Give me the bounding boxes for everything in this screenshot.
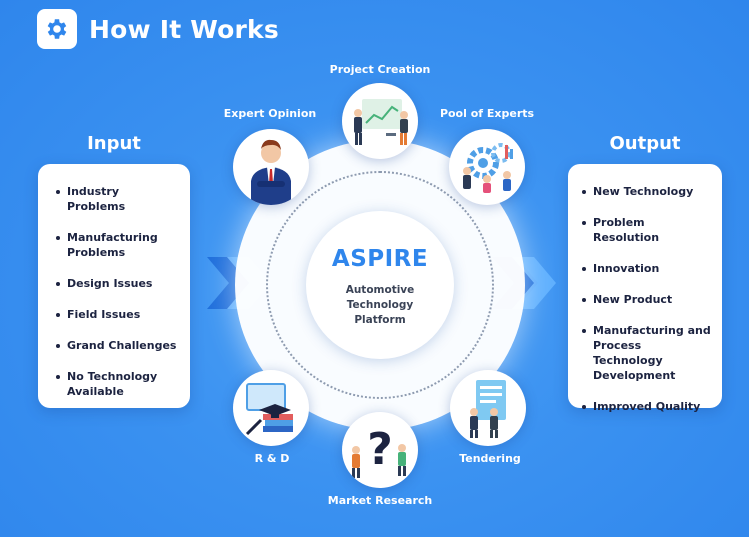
output-item: Improved Quality: [582, 399, 712, 414]
node-label-tendering: Tendering: [459, 452, 521, 465]
node-expert-opinion: [233, 129, 309, 205]
input-item: Industry Problems: [56, 184, 180, 214]
gear-icon: [47, 19, 67, 39]
center-subtitle: Automotive Technology Platform: [306, 283, 454, 328]
output-title: Output: [609, 133, 681, 154]
input-list: Industry Problems Manufacturing Problems…: [56, 184, 180, 399]
node-project-creation: [342, 83, 418, 159]
center-subtitle-line: Automotive: [345, 284, 415, 296]
center-subtitle-line: Platform: [354, 314, 406, 326]
logo-box: [37, 9, 77, 49]
node-tendering: [450, 370, 526, 446]
node-label-expert-opinion: Expert Opinion: [223, 107, 317, 120]
node-label-project-creation: Project Creation: [329, 63, 431, 76]
node-label-pool-of-experts: Pool of Experts: [439, 107, 535, 120]
output-item: New Product: [582, 292, 712, 307]
document-handshake-icon: [470, 380, 506, 438]
presentation-icon: [354, 99, 408, 145]
output-list: New Technology Problem Resolution Innova…: [582, 184, 712, 414]
center-title: ASPIRE: [331, 246, 429, 272]
output-item: Manufacturing and Process Technology Dev…: [582, 323, 712, 383]
svg-text:?: ?: [367, 424, 393, 475]
node-label-market-research: Market Research: [327, 494, 433, 507]
gears-team-icon: [463, 143, 513, 193]
question-mark-icon: ?: [352, 424, 406, 478]
output-panel: New Technology Problem Resolution Innova…: [568, 164, 722, 413]
input-item: Manufacturing Problems: [56, 230, 180, 260]
node-market-research: ?: [342, 412, 418, 488]
page-title: How It Works: [89, 14, 279, 44]
input-item: Design Issues: [56, 276, 180, 291]
input-item: Field Issues: [56, 307, 180, 322]
output-item: Problem Resolution: [582, 215, 712, 245]
output-item: New Technology: [582, 184, 712, 199]
input-item: Grand Challenges: [56, 338, 180, 353]
header: How It Works: [37, 9, 279, 49]
node-pool-of-experts: [449, 129, 525, 205]
output-item: Innovation: [582, 261, 712, 276]
dotted-orbit: [266, 171, 494, 399]
node-r-and-d: [233, 370, 309, 446]
center-subtitle-line: Technology: [346, 299, 414, 311]
node-label-r-and-d: R & D: [254, 452, 290, 465]
input-panel: Industry Problems Manufacturing Problems…: [38, 164, 190, 408]
books-graduation-icon: [245, 383, 293, 436]
center-disc: ASPIRE Automotive Technology Platform: [306, 211, 454, 359]
input-title: Input: [87, 133, 141, 154]
input-item: No Technology Available: [56, 369, 180, 399]
businessman-icon: [251, 139, 291, 205]
